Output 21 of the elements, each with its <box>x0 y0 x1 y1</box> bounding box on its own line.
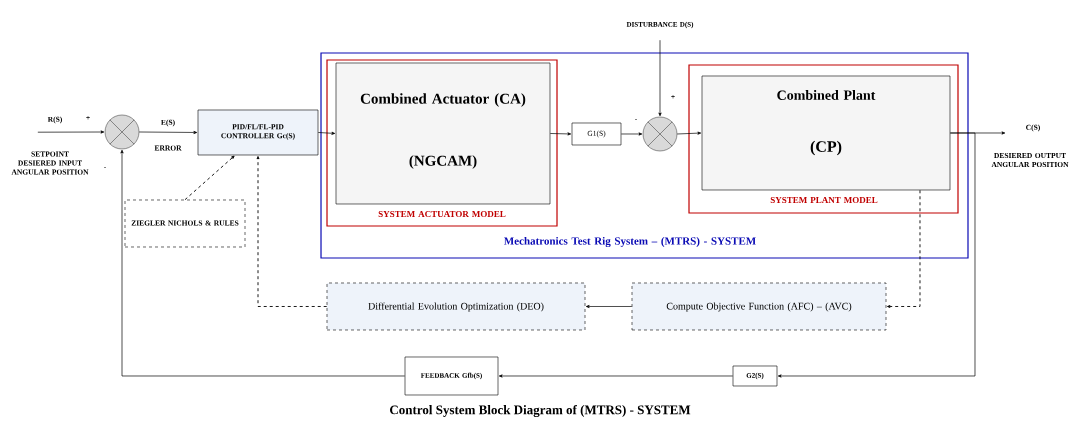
arrow <box>620 132 643 136</box>
arrow <box>120 149 406 377</box>
arrow <box>317 131 336 135</box>
plant-box: Combined Plant (CP) <box>701 75 951 191</box>
arrow <box>676 131 702 135</box>
arrow <box>887 189 921 308</box>
actuator-box: Combined Actuator (CA) (NGCAM) <box>335 62 551 205</box>
caption: Control System Block Diagram of (MTRS) - SYSTEM <box>390 404 691 417</box>
arrow <box>138 130 198 134</box>
arrow <box>585 304 633 309</box>
arrow <box>184 155 235 201</box>
arrow <box>37 130 105 134</box>
summing-junction <box>642 116 678 152</box>
arrow <box>549 132 572 136</box>
arrow <box>256 156 328 307</box>
arrow <box>498 374 734 378</box>
summing-junction <box>104 114 140 150</box>
objective-function-box: Compute Objective Function (AFC) – (AVC) <box>631 282 887 331</box>
optimizer-box: Differential Evolution Optimization (DEO) <box>326 282 586 331</box>
arrow <box>777 132 976 378</box>
arrow <box>658 39 662 117</box>
